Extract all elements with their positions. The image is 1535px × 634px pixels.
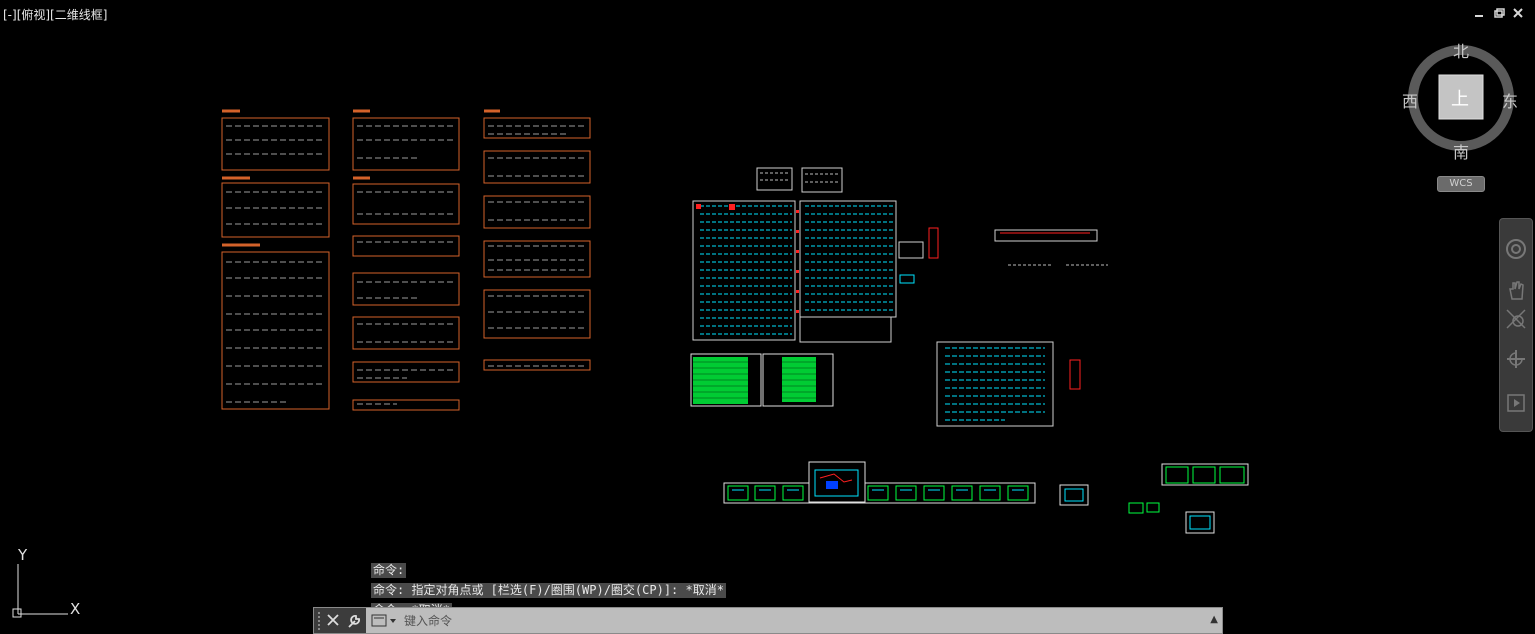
history-up-icon[interactable]: ▲ <box>1210 614 1218 625</box>
orbit-icon[interactable] <box>1504 347 1528 371</box>
steering-wheel-icon[interactable] <box>1504 237 1528 261</box>
legend-sheet <box>692 167 1108 343</box>
block-symbols <box>226 122 326 166</box>
showmotion-icon[interactable] <box>1504 391 1528 415</box>
command-input[interactable] <box>402 610 1206 632</box>
viewcube[interactable]: 北 南 东 西 上 <box>1400 36 1525 162</box>
wrench-icon[interactable] <box>346 613 362 629</box>
floor-plan-sheet <box>936 341 1081 427</box>
grip-handle-icon[interactable] <box>316 608 324 633</box>
compass-north[interactable]: 北 <box>1453 42 1470 61</box>
viewcube-top-face[interactable]: 上 <box>1451 89 1469 110</box>
command-bar-controls <box>314 608 366 633</box>
block-symbol-glyphs <box>226 125 586 405</box>
minimize-icon[interactable] <box>1472 6 1486 20</box>
command-line-bar: ▲ <box>313 607 1223 634</box>
navigation-bar <box>1499 218 1533 432</box>
command-history-line: 命令: 指定对角点或 [栏选(F)/圈围(WP)/圈交(CP)]: *取消* <box>371 583 726 598</box>
compass-east[interactable]: 东 <box>1502 92 1519 111</box>
compass-south[interactable]: 南 <box>1453 143 1470 162</box>
layout-sheet-row <box>723 461 1249 534</box>
ucs-icon[interactable]: Y X <box>8 544 88 624</box>
viewport-controls-label[interactable]: [-][俯视][二维线框] <box>3 8 108 22</box>
ucs-x-label: X <box>70 600 81 618</box>
command-prompt-dropdown-icon[interactable] <box>371 613 399 628</box>
restore-icon[interactable] <box>1492 6 1506 20</box>
zoom-extents-icon[interactable] <box>1504 307 1528 331</box>
block-library-column-1 <box>221 109 330 410</box>
block-library-column-3 <box>483 109 591 371</box>
compass-west[interactable]: 西 <box>1402 92 1419 111</box>
green-schedule-sheets <box>690 353 834 407</box>
compass-ring-icon[interactable] <box>1400 36 1525 161</box>
close-icon[interactable] <box>1511 6 1525 20</box>
wcs-menu-button[interactable]: WCS <box>1437 176 1485 192</box>
close-icon[interactable] <box>326 613 340 627</box>
pan-icon[interactable] <box>1504 279 1528 303</box>
command-history-line: 命令: <box>371 563 407 578</box>
block-library-column-2 <box>352 109 460 411</box>
ucs-y-label: Y <box>18 546 28 564</box>
